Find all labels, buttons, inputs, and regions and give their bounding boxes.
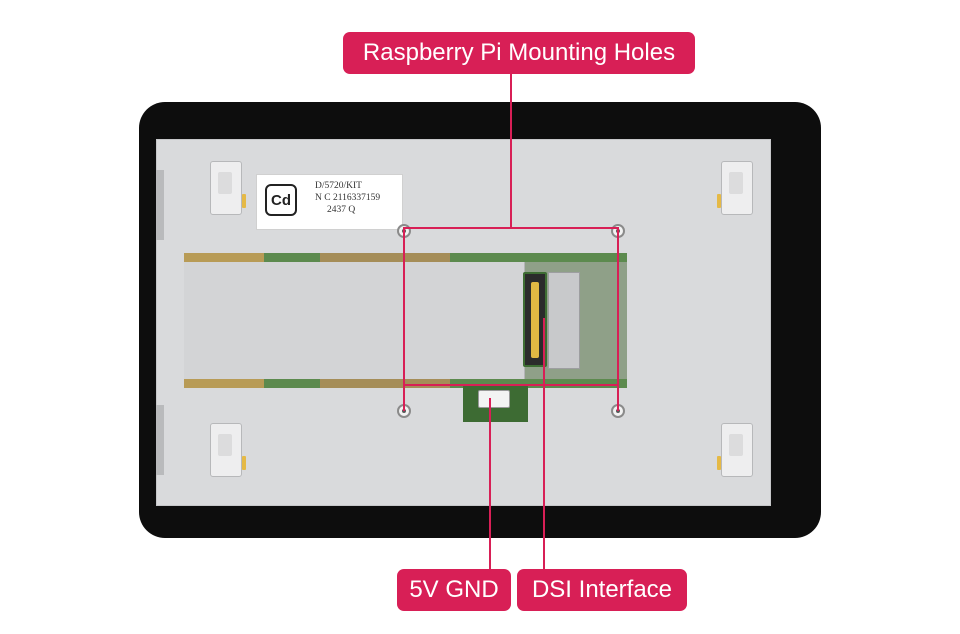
sticker-line-1: D/5720/KIT: [315, 181, 362, 191]
mounting-callout-right-leg: [617, 227, 619, 411]
corner-standoff-top-right: [717, 161, 753, 215]
side-bracket-bottom: [156, 405, 164, 475]
certification-logo: Cd: [265, 184, 297, 216]
mounting-callout-left-leg: [403, 227, 405, 411]
corner-standoff-bottom-right: [717, 423, 753, 477]
power-connector: [478, 390, 510, 408]
dsi-callout-line: [543, 318, 545, 570]
power-callout-line: [489, 398, 491, 570]
side-bracket-top: [156, 170, 164, 240]
cable-window: [548, 272, 580, 369]
dsi-callout: DSI Interface: [517, 569, 687, 611]
corner-standoff-top-left: [210, 161, 246, 215]
copper-tape-bottom: [184, 379, 264, 388]
corner-standoff-bottom-left: [210, 423, 246, 477]
product-label-sticker: Cd D/5720/KIT N C 2116337159 2437 Q: [256, 174, 403, 230]
sticker-line-2: N C 2116337159: [315, 193, 381, 203]
copper-tape-top: [184, 253, 264, 262]
mounting-holes-callout: Raspberry Pi Mounting Holes: [343, 32, 695, 74]
copper-tape-top-mid: [320, 253, 450, 262]
mounting-callout-bar-bottom: [404, 384, 618, 386]
power-callout: 5V GND: [397, 569, 511, 611]
mounting-callout-stem: [510, 74, 512, 228]
sticker-text: D/5720/KIT N C 2116337159 2437 Q: [315, 180, 399, 216]
mounting-callout-bar-top: [404, 227, 618, 229]
flex-cable-shield: [184, 262, 525, 379]
copper-tape-bottom-mid: [320, 379, 450, 388]
sticker-line-3: 2437 Q: [327, 205, 356, 215]
